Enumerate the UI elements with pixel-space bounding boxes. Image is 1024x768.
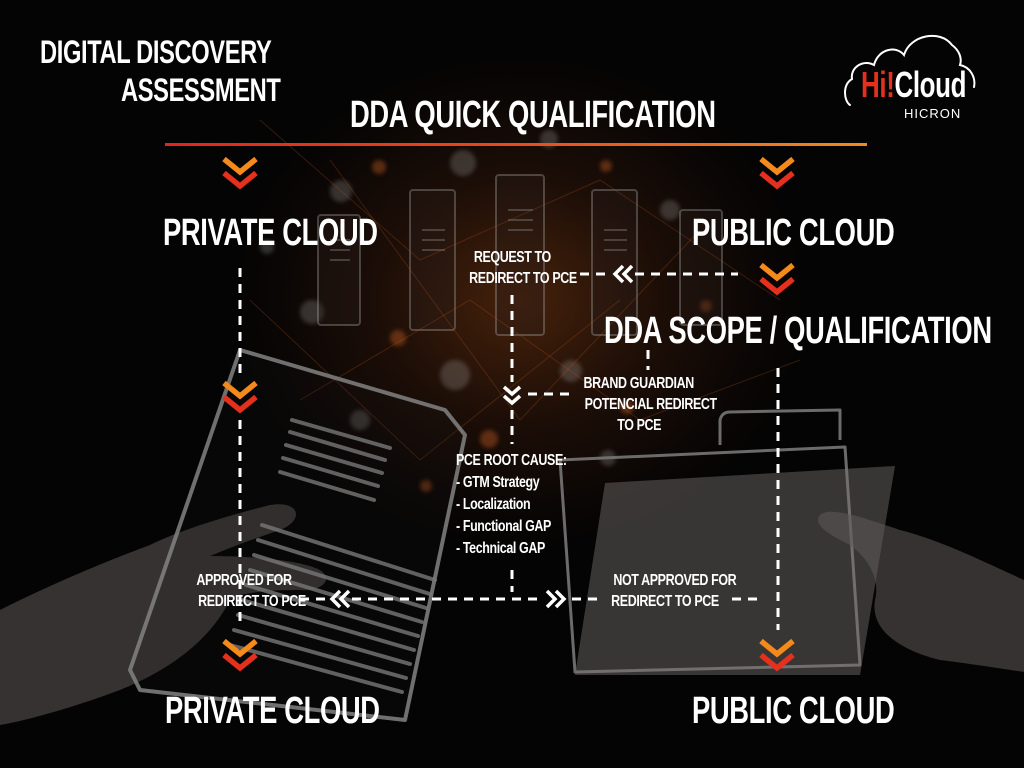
page-title: DDA QUICK QUALIFICATION xyxy=(350,94,716,136)
node-dda-scope: DDA SCOPE / QUALIFICATION xyxy=(604,310,992,352)
double-chevron-down-icon xyxy=(761,265,793,292)
node-public-cloud-top: PUBLIC CLOUD xyxy=(692,212,895,254)
root-cause-block: PCE ROOT CAUSE: - GTM Strategy - Localiz… xyxy=(456,450,598,560)
header-title-line2: ASSESSMENT xyxy=(121,72,281,108)
root-cause-item: - Technical GAP xyxy=(456,540,545,557)
label-request-redirect: REQUEST TO REDIRECT TO PCE xyxy=(469,249,577,287)
root-cause-item: - Localization xyxy=(456,496,531,513)
double-chevron-down-icon xyxy=(761,159,793,186)
node-private-cloud-top: PRIVATE CLOUD xyxy=(163,212,378,254)
node-public-cloud-bottom: PUBLIC CLOUD xyxy=(692,690,895,732)
logo-brand-hi: Hi! xyxy=(861,64,895,105)
double-chevron-down-icon xyxy=(224,383,256,410)
label-not-approved: NOT APPROVED FOR REDIRECT TO PCE xyxy=(611,572,737,610)
title-divider xyxy=(165,143,867,146)
logo-company: HICRON xyxy=(904,106,962,121)
root-cause-heading: PCE ROOT CAUSE: xyxy=(456,452,567,469)
node-private-cloud-bottom: PRIVATE CLOUD xyxy=(165,690,380,732)
header-title-line1: DIGITAL DISCOVERY xyxy=(40,34,272,70)
label-brand-guardian: BRAND GUARDIAN POTENCIAL REDIRECT TO PCE xyxy=(583,375,717,434)
logo-brand-cloud: Cloud xyxy=(894,64,967,105)
double-chevron-down-icon xyxy=(761,641,793,668)
root-cause-item: - GTM Strategy xyxy=(456,474,540,491)
label-approved: APPROVED FOR REDIRECT TO PCE xyxy=(196,572,306,610)
double-chevron-down-icon xyxy=(224,159,256,186)
hicloud-logo: Hi!Cloud HICRON xyxy=(840,25,980,125)
root-cause-item: - Functional GAP xyxy=(456,518,551,535)
cloud-outline-icon xyxy=(844,35,976,106)
double-chevron-down-icon xyxy=(224,641,256,668)
